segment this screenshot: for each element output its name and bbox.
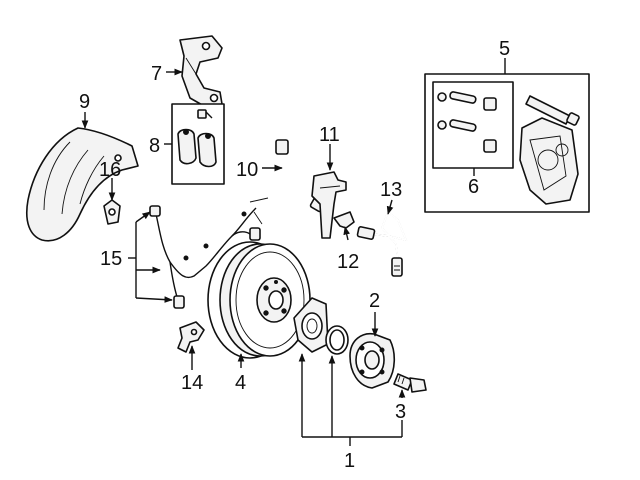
wear-sensor-wiring-part [149, 197, 269, 309]
callout-6: 6 [468, 176, 479, 198]
callout-2: 2 [369, 290, 380, 312]
brake-line-part [356, 210, 408, 277]
callout-5: 5 [499, 38, 510, 60]
callout-7: 7 [151, 63, 162, 85]
callout-13: 13 [380, 179, 402, 201]
bracket-bolt-part [103, 199, 121, 225]
brake-rotor-part [207, 241, 311, 359]
splash-shield-part [26, 127, 139, 242]
callout-4: 4 [235, 372, 246, 394]
bearing-seal-part [325, 325, 349, 355]
callout-3: 3 [395, 401, 406, 423]
retaining-clip-part [333, 211, 355, 229]
leader-lines [81, 58, 506, 446]
callout-9: 9 [79, 91, 90, 113]
brake-pads-part [177, 109, 217, 168]
callout-1: 1 [344, 450, 355, 472]
callout-16: 16 [99, 159, 121, 181]
callout-15: 15 [100, 248, 122, 270]
callout-8: 8 [149, 135, 160, 157]
caliper-part [519, 117, 579, 205]
grease-tube-part [525, 95, 580, 126]
guide-pins-part [437, 91, 497, 153]
abs-sensor-part [177, 321, 205, 353]
callout-11: 11 [319, 124, 340, 146]
callout-14: 14 [181, 372, 203, 394]
wheel-hub-part [349, 332, 396, 389]
axle-bolt-part [393, 373, 427, 393]
hose-bracket-part [311, 171, 347, 239]
callout-12: 12 [337, 251, 359, 273]
caliper-bracket-part [179, 35, 223, 107]
callout-10: 10 [236, 159, 258, 181]
